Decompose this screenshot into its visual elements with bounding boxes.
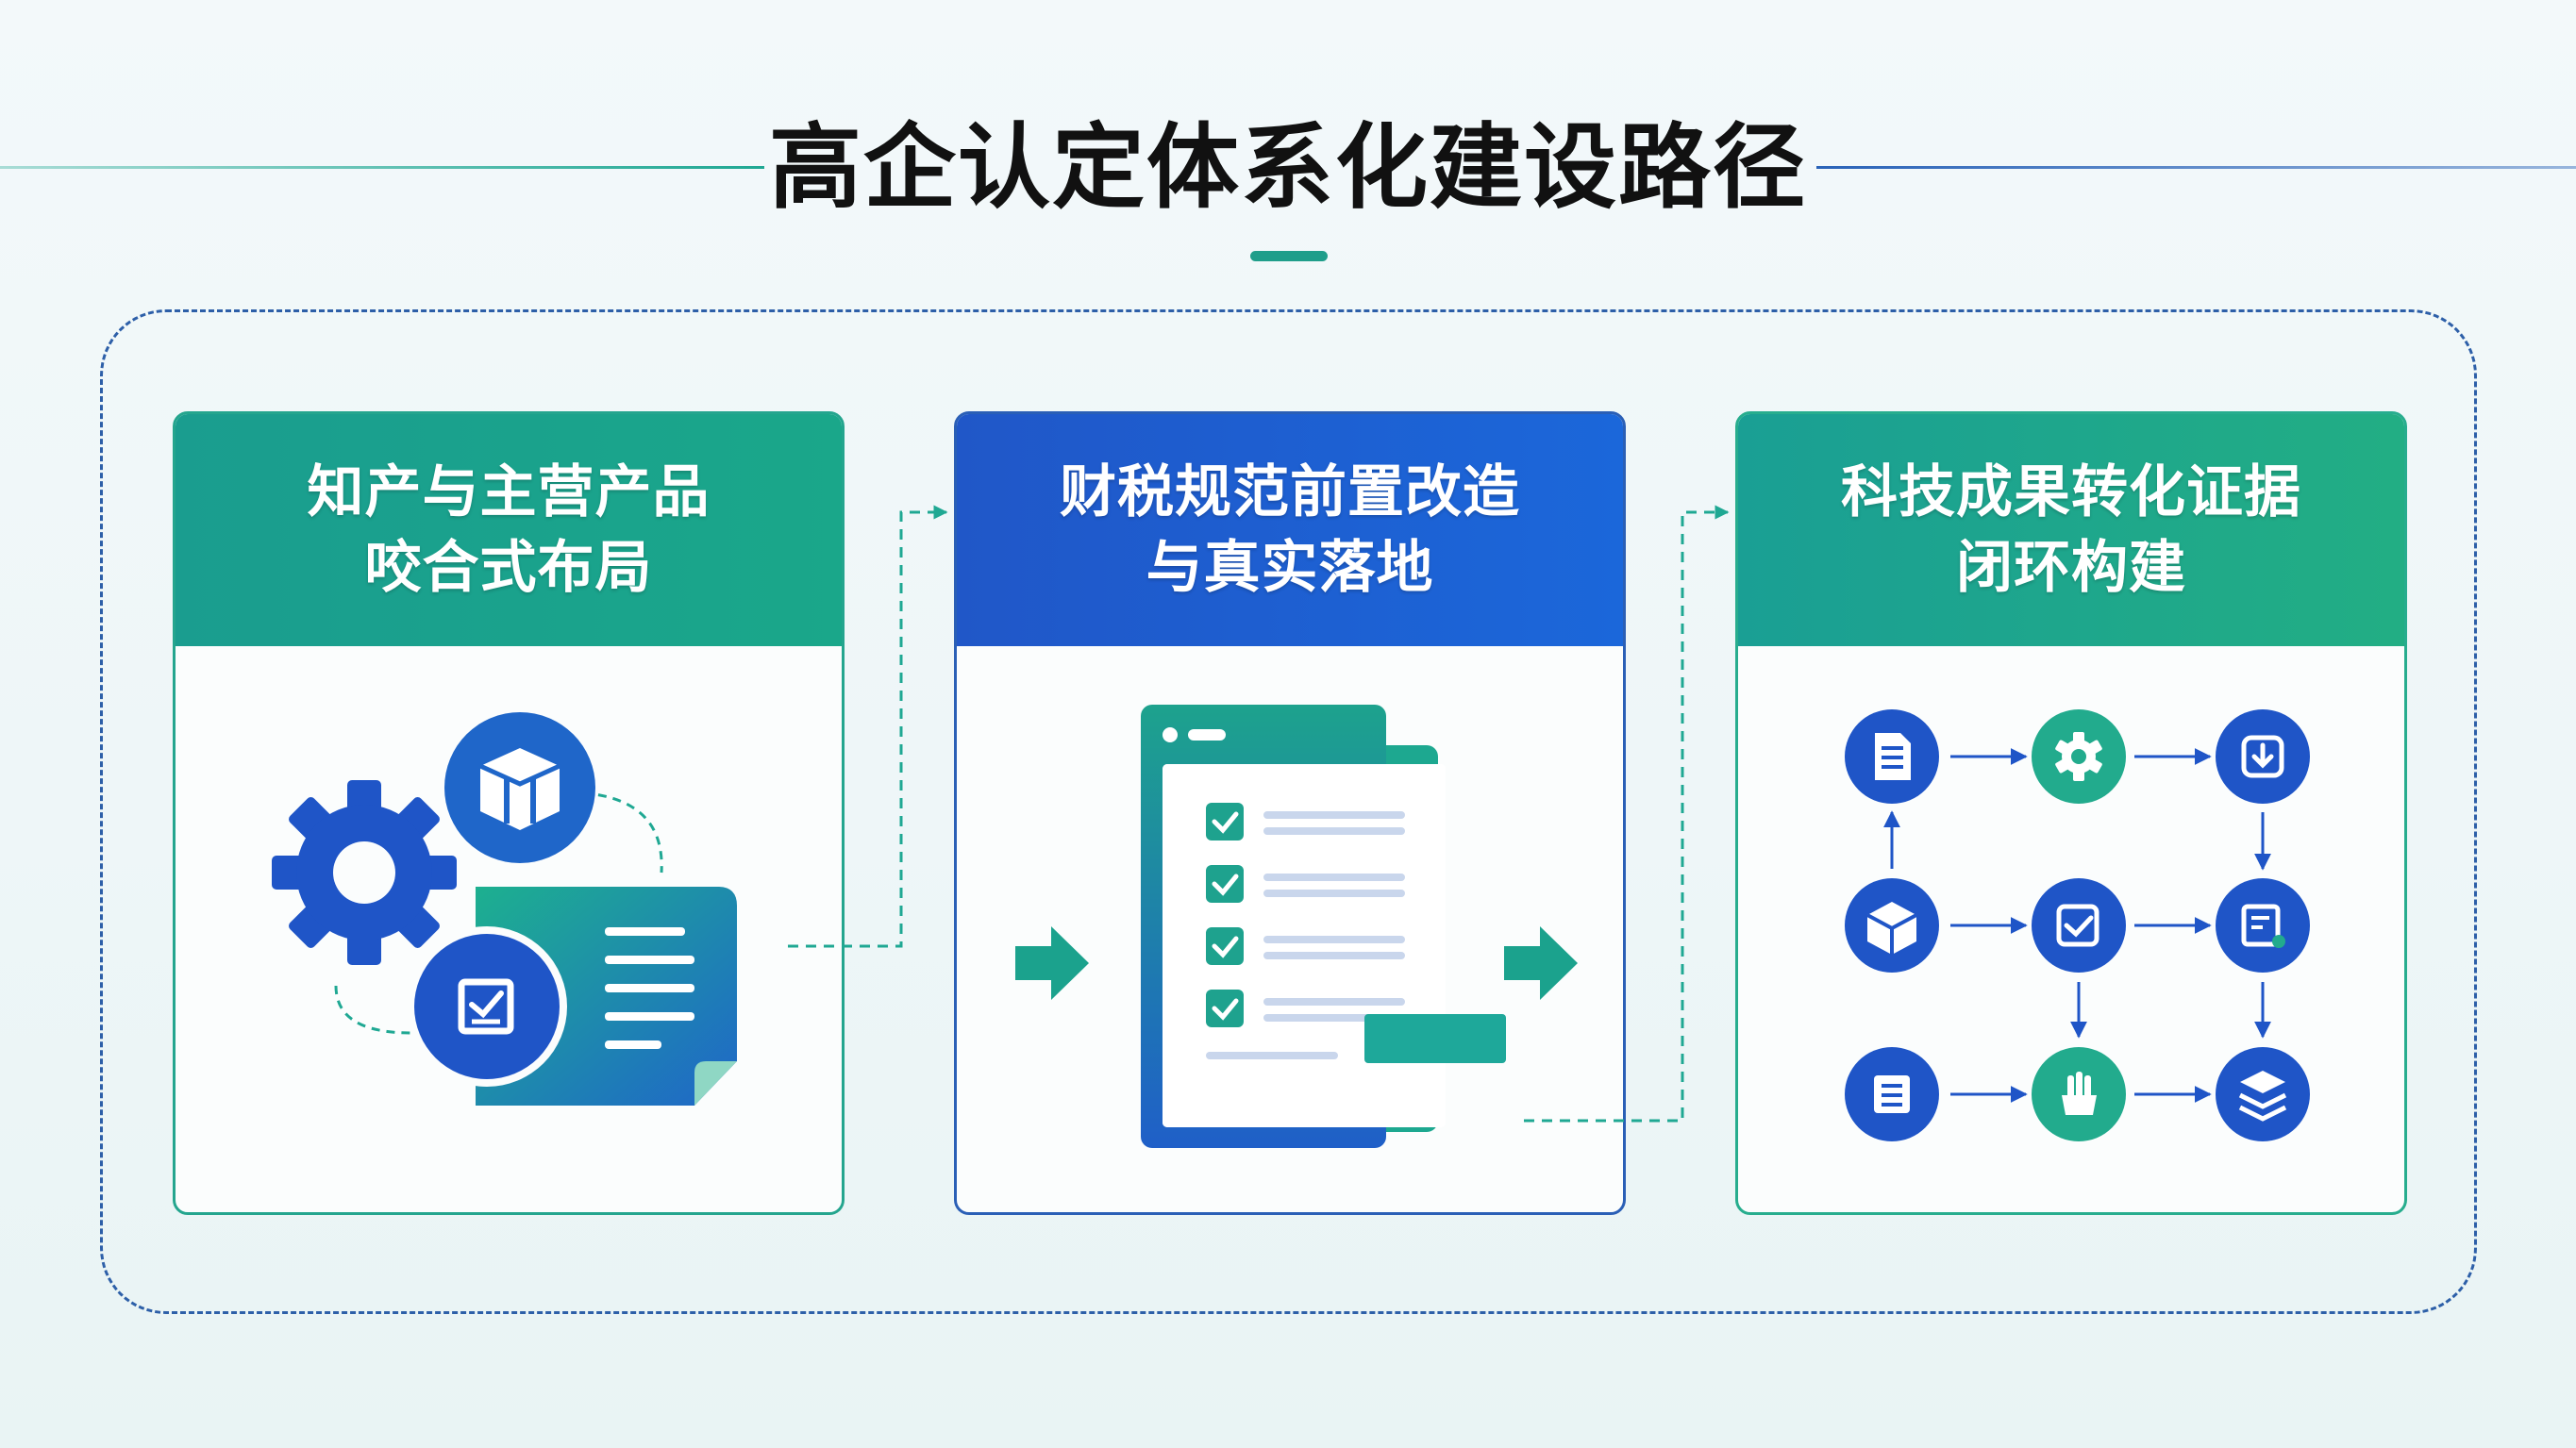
stage-2-title-line2: 与真实落地	[1146, 535, 1434, 601]
stage-card-1-body	[176, 646, 842, 1212]
stage-1-title-line2: 咬合式布局	[364, 535, 653, 601]
checklist-badge-icon	[407, 926, 567, 1087]
stage-1-illustration	[272, 712, 737, 1106]
stage-card-1-header: 知产与主营产品 咬合式布局	[176, 414, 842, 646]
stage-3-title-line2: 闭环构建	[1956, 535, 2186, 601]
title-accent	[1250, 251, 1328, 261]
title-line-right	[1816, 166, 2576, 169]
check-icon	[2032, 878, 2126, 973]
gear-icon	[272, 780, 457, 965]
gear-icon	[2032, 709, 2126, 804]
document-icon	[1845, 709, 1939, 804]
package-icon	[444, 712, 595, 863]
stage-2-title-line1: 财税规范前置改造	[1060, 459, 1520, 525]
stage-2-illustration	[1015, 705, 1578, 1148]
title-line-left	[0, 166, 764, 169]
arrow-right-icon	[1015, 926, 1089, 1000]
hand-icon	[2032, 1047, 2126, 1141]
stage-1-title-line1: 知产与主营产品	[307, 459, 711, 525]
stage-card-2-body	[957, 646, 1623, 1212]
stage-card-1: 知产与主营产品 咬合式布局	[173, 411, 845, 1215]
report-icon	[2216, 878, 2310, 973]
stage-card-3-header: 科技成果转化证据 闭环构建	[1738, 414, 2404, 646]
download-icon	[2216, 709, 2310, 804]
stage-card-2: 财税规范前置改造 与真实落地	[954, 411, 1626, 1215]
list-icon	[1845, 1047, 1939, 1141]
stage-card-3: 科技成果转化证据 闭环构建	[1735, 411, 2407, 1215]
dashed-frame	[100, 309, 2477, 1314]
page-title: 高企认定体系化建设路径	[768, 114, 1807, 222]
arrow-right-icon	[1504, 926, 1578, 1000]
layers-icon	[2216, 1047, 2310, 1141]
cube-icon	[1845, 878, 1939, 973]
stage-3-flow-diagram	[1845, 709, 2310, 1141]
stage-card-2-header: 财税规范前置改造 与真实落地	[957, 414, 1623, 646]
checklist-document-icon	[1141, 705, 1506, 1148]
stage-card-3-body	[1738, 646, 2404, 1212]
stage-3-title-line1: 科技成果转化证据	[1841, 459, 2301, 525]
